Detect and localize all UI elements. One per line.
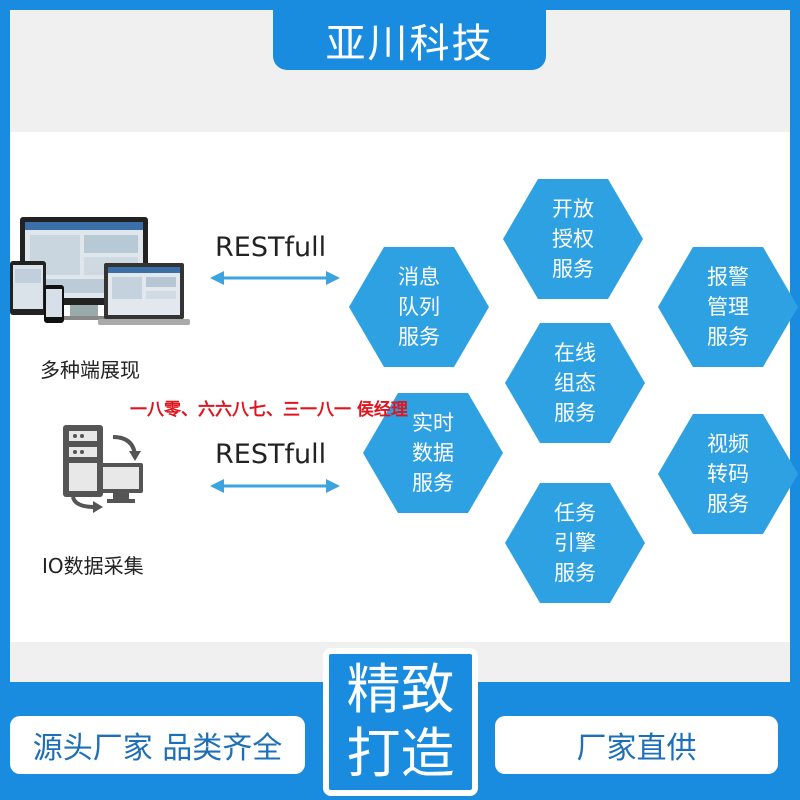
restfull-top-label: RESTfull [215,232,327,263]
hex-line: 任务 [554,501,596,525]
hex-line: 服务 [707,492,749,516]
hex-line: 服务 [398,325,440,349]
hex-task-engine-service: 任务 引擎 服务 [505,483,645,603]
double-arrow-icon [210,271,340,285]
hex-realtime-data-service: 实时 数据 服务 [363,393,503,513]
hex-line: 服务 [412,471,454,495]
hex-line: 服务 [554,561,596,585]
hex-line: 服务 [707,325,749,349]
hex-line: 在线 [554,341,596,365]
footer-right-pill: 厂家直供 [495,716,778,774]
hex-line: 队列 [398,295,440,319]
footer-center-top-text: 精致 [346,658,455,721]
restfull-bottom-label: RESTfull [215,439,327,470]
footer-center-badge: 精致 打造 [323,648,478,796]
footer-center-bottom-text: 打造 [346,722,455,785]
hex-line: 实时 [412,411,454,435]
hex-line: 视频 [707,432,749,456]
banner-title: 亚川科技 [273,10,546,70]
hex-line: 组态 [554,371,596,395]
devices-icon [10,217,190,325]
hex-line: 数据 [412,441,454,465]
hex-line: 授权 [552,227,594,251]
top-band: 亚川科技 [10,10,790,132]
hex-video-transcode-service: 视频 转码 服务 [658,414,798,534]
double-arrow-icon [210,479,340,493]
hex-line: 转码 [707,462,749,486]
hex-open-auth-service: 开放 授权 服务 [503,179,643,299]
diagram-canvas: 多种端展现 IO数据采集 RESTfull RESTfull 开放 授权 [10,132,798,642]
footer-left-pill: 源头厂家 品类齐全 [10,716,305,774]
hex-line: 报警 [707,265,749,289]
hex-line: 开放 [552,197,594,221]
contact-overlay-text: 一八零、六六八七、三一八一 侯经理 [130,400,408,420]
multi-display-label: 多种端展现 [40,358,140,382]
hex-line: 管理 [707,295,749,319]
hex-line: 服务 [554,401,596,425]
hex-message-queue-service: 消息 队列 服务 [349,247,489,367]
io-collection-label: IO数据采集 [42,554,144,578]
hex-line: 引擎 [554,531,596,555]
server-sync-icon [63,425,143,513]
hex-alarm-management-service: 报警 管理 服务 [658,247,798,367]
hex-online-config-service: 在线 组态 服务 [505,323,645,443]
hex-line: 消息 [398,265,440,289]
hex-line: 服务 [552,257,594,281]
